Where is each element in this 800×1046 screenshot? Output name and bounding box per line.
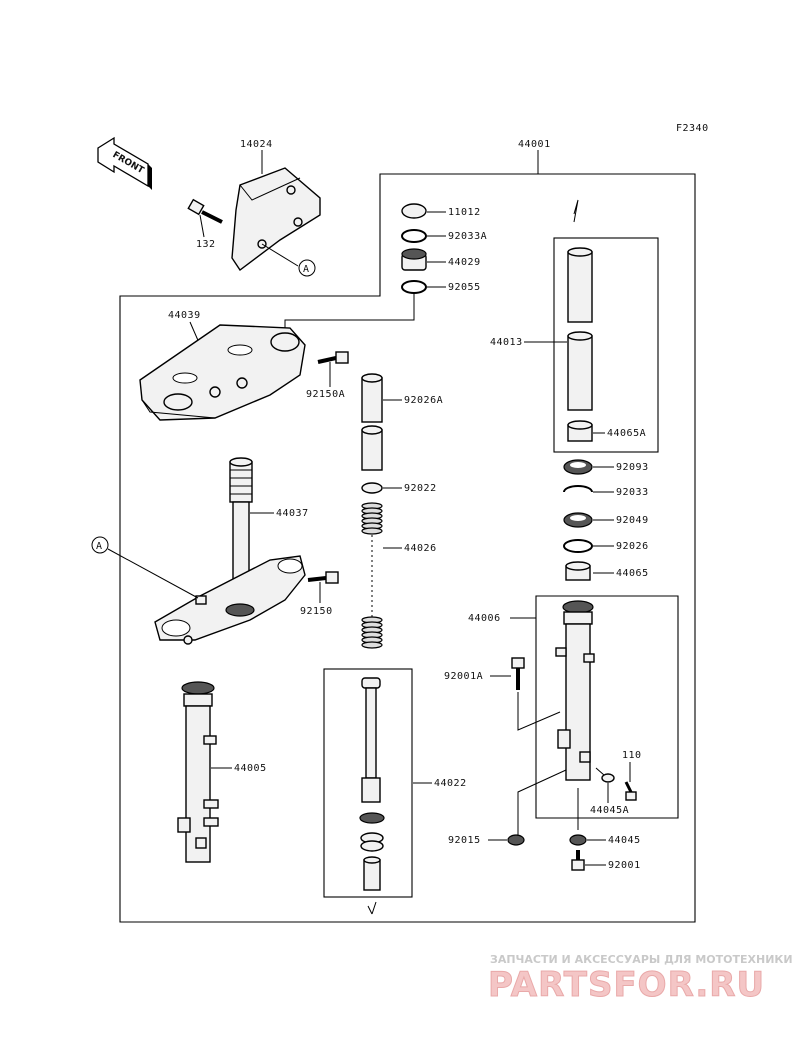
part-label-92033: 92033 bbox=[616, 487, 649, 498]
part-label-44001: 44001 bbox=[518, 139, 551, 150]
part-label-132: 132 bbox=[196, 239, 216, 250]
part-label-44065a: 44065A bbox=[607, 428, 646, 439]
part-label-44039: 44039 bbox=[168, 310, 201, 321]
part-label-44065: 44065 bbox=[616, 568, 649, 579]
ref-mark-a-stem: A bbox=[96, 541, 103, 552]
washer-92026 bbox=[563, 539, 593, 553]
upper-bracket-44039 bbox=[139, 324, 306, 421]
part-label-44037: 44037 bbox=[276, 508, 309, 519]
arrow-down-mark bbox=[367, 901, 377, 915]
part-label-110: 110 bbox=[622, 750, 642, 761]
washer-44045a bbox=[601, 773, 615, 783]
arrow-up-mark bbox=[573, 199, 579, 223]
bolt-92001a bbox=[511, 657, 525, 690]
washer-92022 bbox=[361, 482, 383, 494]
spring-44026 bbox=[361, 502, 383, 649]
outer-tube-box bbox=[535, 595, 679, 819]
bolt-92150 bbox=[307, 571, 339, 584]
part-label-44013: 44013 bbox=[490, 337, 523, 348]
part-label-14024: 14024 bbox=[240, 139, 273, 150]
ref-mark-a-top: A bbox=[303, 264, 310, 275]
front-arrow-icon: FRONT bbox=[97, 136, 152, 190]
bolt-92001 bbox=[571, 850, 585, 871]
collar-92026a bbox=[361, 373, 383, 471]
part-label-44005: 44005 bbox=[234, 763, 267, 774]
part-label-92150: 92150 bbox=[300, 606, 333, 617]
inner-tube-44013 bbox=[567, 247, 593, 411]
part-label-92001a: 92001A bbox=[444, 671, 483, 682]
damper-rod-box bbox=[323, 668, 413, 898]
cap-11012 bbox=[401, 203, 427, 219]
part-label-92026: 92026 bbox=[616, 541, 649, 552]
ring-92033a bbox=[401, 229, 427, 243]
part-label-92022: 92022 bbox=[404, 483, 437, 494]
bushing-44065 bbox=[565, 561, 591, 581]
part-label-92026a: 92026A bbox=[404, 395, 443, 406]
oring-92055 bbox=[401, 280, 427, 294]
damper-rod-44022 bbox=[359, 677, 385, 891]
cover-14024 bbox=[231, 167, 321, 272]
part-label-92093: 92093 bbox=[616, 462, 649, 473]
nut-92015 bbox=[507, 834, 525, 846]
part-label-11012: 11012 bbox=[448, 207, 481, 218]
washer-44045 bbox=[569, 834, 587, 846]
bushing-44065a bbox=[567, 420, 593, 442]
watermark-brand: PARTSFOR.RU bbox=[488, 965, 765, 1005]
part-label-44026: 44026 bbox=[404, 543, 437, 554]
figure-code: F2340 bbox=[676, 123, 709, 134]
bolt-92150a bbox=[317, 351, 349, 364]
part-label-92015: 92015 bbox=[448, 835, 481, 846]
bolt-132 bbox=[187, 198, 223, 224]
part-label-92033a: 92033A bbox=[448, 231, 487, 242]
assembly-outline bbox=[119, 173, 696, 923]
part-label-92049: 92049 bbox=[616, 515, 649, 526]
clip-92033 bbox=[563, 485, 593, 493]
inner-tube-box bbox=[553, 237, 659, 453]
part-label-92001: 92001 bbox=[608, 860, 641, 871]
stem-44037 bbox=[154, 457, 306, 645]
part-label-92150a: 92150A bbox=[306, 389, 345, 400]
bolt-110 bbox=[624, 781, 637, 801]
part-label-44045: 44045 bbox=[608, 835, 641, 846]
part-label-44006: 44006 bbox=[468, 613, 501, 624]
outer-tube-44006 bbox=[555, 600, 595, 781]
part-label-44045a: 44045A bbox=[590, 805, 629, 816]
plug-44029 bbox=[401, 248, 427, 271]
watermark-caption: ЗАПЧАСТИ И АКСЕССУАРЫ ДЛЯ МОТОТЕХНИКИ bbox=[490, 953, 793, 966]
part-label-44029: 44029 bbox=[448, 257, 481, 268]
outer-tube-44005 bbox=[177, 681, 219, 863]
part-label-92055: 92055 bbox=[448, 282, 481, 293]
part-label-44022: 44022 bbox=[434, 778, 467, 789]
